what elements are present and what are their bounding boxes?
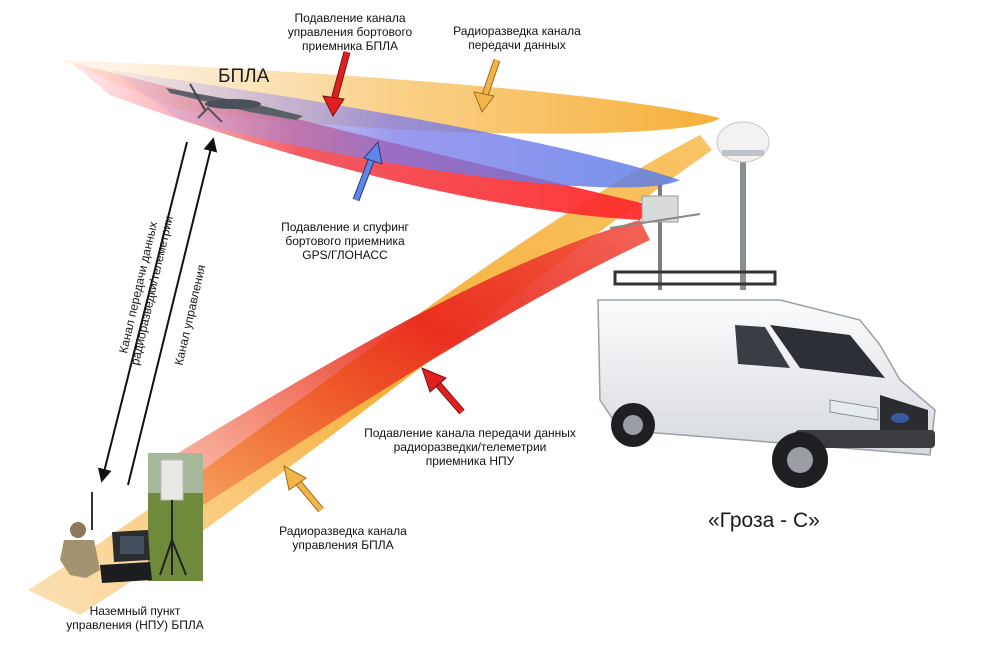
label-suppress-uav-control: Подавление канала управления бортового п… [287,11,413,53]
uav-label: БПЛА [218,66,270,87]
label-ground-station: Наземный пункт управления (НПУ) БПЛА [66,604,204,632]
arrow-recon-control-icon [283,465,324,513]
label-recon-control-channel: Радиоразведка канала управления БПЛА [279,524,407,552]
data-channel-arrow [97,141,188,483]
control-channel-arrow [127,137,218,486]
arrow-gnss-icon [352,140,383,202]
beam-gnss-blue [110,70,680,188]
grozа-s-van-icon [597,121,936,488]
arrow-recon-data-icon [473,58,501,114]
arrow-suppress-uav-icon [322,51,351,118]
label-recon-data-channel: Радиоразведка канала передачи данных [453,24,581,52]
arrow-suppress-gcs-icon [421,367,465,415]
label-gnss-spoofing: Подавление и спуфинг бортового приемника… [281,220,409,262]
beam-suppress-gcs-red [150,220,650,520]
label-suppress-gcs-data: Подавление канала передачи данных радиор… [364,426,576,468]
ground-station-icon [60,453,203,583]
uav-drone-icon [166,83,303,123]
system-name-label: «Гроза - С» [708,509,820,532]
